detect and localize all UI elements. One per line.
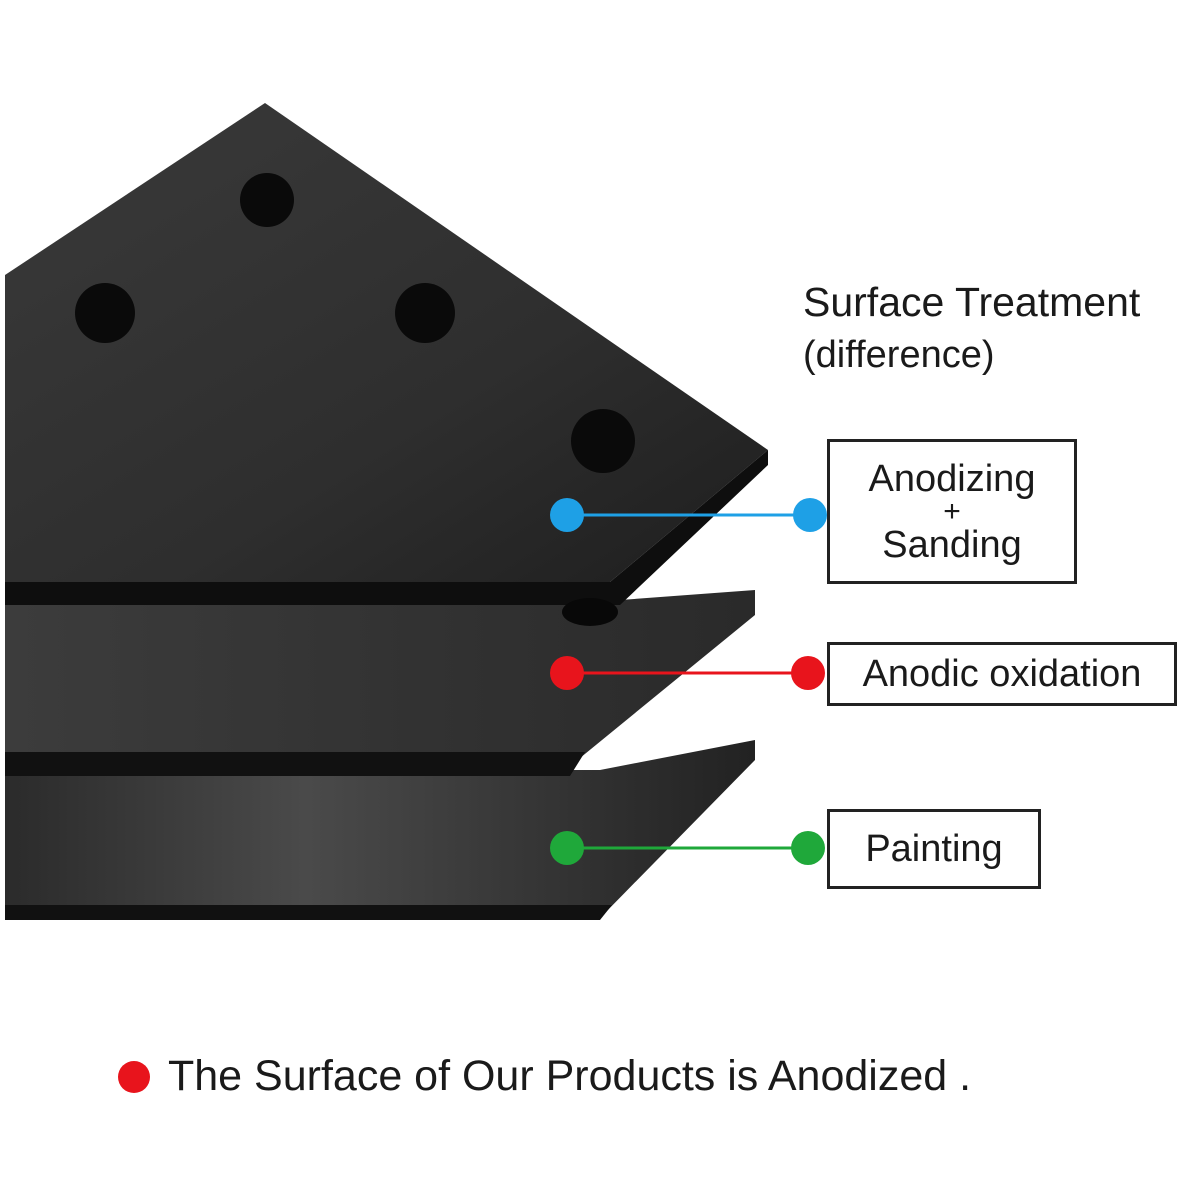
anodic-oxidation-plate xyxy=(5,590,755,776)
mounting-hole xyxy=(571,409,635,473)
heading-title: Surface Treatment xyxy=(803,279,1141,325)
mounting-hole xyxy=(395,283,455,343)
label-anodic-oxidation: Anodic oxidation xyxy=(827,642,1177,706)
mounting-hole xyxy=(240,173,294,227)
callout-blue xyxy=(550,498,827,532)
bullet-dot-icon xyxy=(118,1060,150,1093)
callout-green xyxy=(550,831,825,865)
label-painting: Painting xyxy=(827,809,1041,889)
painted-plate xyxy=(5,740,755,920)
label-line: + xyxy=(943,494,961,528)
label-line: Sanding xyxy=(882,523,1022,566)
heading-subtitle: (difference) xyxy=(803,334,995,376)
mounting-hole xyxy=(75,283,135,343)
callout-red xyxy=(550,656,825,690)
label-line: Anodizing xyxy=(868,457,1036,500)
label-anodizing-sanding: Anodizing + Sanding xyxy=(827,439,1077,584)
footer-note: The Surface of Our Products is Anodized … xyxy=(118,1052,971,1101)
anodized-sanded-plate xyxy=(5,103,768,626)
footer-text: The Surface of Our Products is Anodized … xyxy=(168,1052,972,1100)
